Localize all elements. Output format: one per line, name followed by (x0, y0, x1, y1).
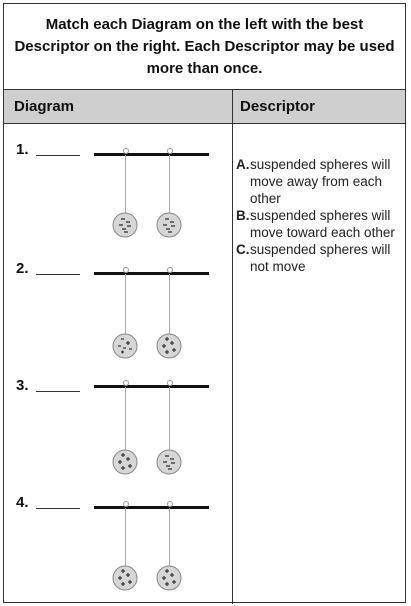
hook-icon (123, 501, 129, 507)
descriptor-text: suspended spheres will not move (250, 242, 391, 274)
hook-icon (123, 148, 129, 154)
diagram-number: 4. (16, 494, 29, 511)
negative-sphere-icon (156, 449, 182, 475)
descriptor-text: suspended spheres will move toward each … (250, 208, 395, 240)
string (169, 387, 170, 450)
descriptor-letter: C. (236, 242, 250, 257)
string (169, 508, 170, 566)
descriptor-a: A. suspended spheres will move away from… (236, 156, 404, 207)
hook-icon (167, 148, 173, 154)
answer-blank[interactable] (36, 391, 80, 392)
support-rod (94, 506, 209, 509)
hook-icon (123, 267, 129, 273)
string (125, 387, 126, 450)
diagram-number: 1. (16, 141, 29, 158)
descriptor-c: C. suspended spheres will not move (236, 241, 404, 275)
descriptor-text: suspended spheres will move away from ea… (250, 157, 391, 206)
answer-blank[interactable] (36, 274, 80, 275)
table-header: Diagram Descriptor (4, 90, 405, 124)
string (169, 155, 170, 213)
answer-blank[interactable] (36, 155, 80, 156)
string (125, 508, 126, 566)
column-divider (232, 90, 233, 604)
hook-icon (167, 267, 173, 273)
support-rod (94, 385, 209, 388)
answer-blank[interactable] (36, 508, 80, 509)
support-rod (94, 153, 209, 156)
hook-icon (167, 380, 173, 386)
positive-sphere-icon (112, 449, 138, 475)
descriptor-b: B. suspended spheres will move toward ea… (236, 207, 404, 241)
negative-sphere-icon (156, 212, 182, 238)
support-rod (94, 272, 209, 275)
diagram-number: 3. (16, 377, 29, 394)
string (169, 274, 170, 334)
descriptor-letter: B. (236, 208, 250, 223)
instructions-text: Match each Diagram on the left with the … (4, 4, 405, 90)
hook-icon (123, 380, 129, 386)
string (125, 155, 126, 213)
diagram-column-header: Diagram (14, 98, 75, 115)
positive-sphere-icon (156, 333, 182, 359)
positive-sphere-icon (156, 565, 182, 591)
descriptor-column-header: Descriptor (240, 98, 316, 115)
diagram-number: 2. (16, 260, 29, 277)
negative-sphere-icon (112, 212, 138, 238)
positive-sphere-icon (112, 565, 138, 591)
descriptor-list: A. suspended spheres will move away from… (236, 156, 404, 275)
mixed-charge-sphere-icon (112, 333, 138, 359)
hook-icon (167, 501, 173, 507)
descriptor-letter: A. (236, 157, 250, 172)
string (125, 274, 126, 334)
matching-worksheet: Match each Diagram on the left with the … (3, 3, 406, 604)
